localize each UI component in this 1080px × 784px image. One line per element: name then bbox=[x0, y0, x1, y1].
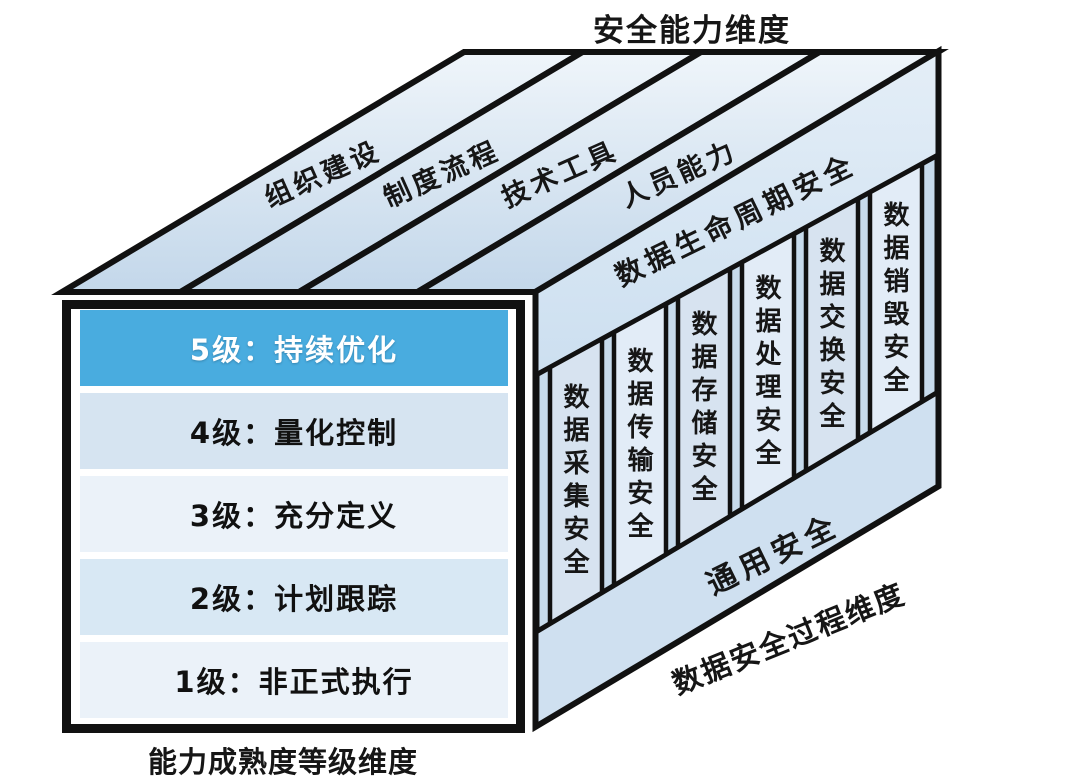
process-column-4 bbox=[803, 195, 861, 475]
process-column-0 bbox=[547, 335, 605, 628]
process-column-label-4: 数据交换安全 bbox=[815, 237, 845, 435]
lifecycle-band bbox=[533, 47, 941, 380]
capability-dimension-title: 安全能力维度 bbox=[593, 13, 791, 49]
process-column-1 bbox=[611, 300, 669, 590]
process-column-label-0: 数据采集安全 bbox=[559, 383, 589, 581]
maturity-level-5: 5级：持续优化 bbox=[80, 310, 508, 386]
process-column-2 bbox=[675, 265, 733, 552]
process-column-label-5: 数据销毁安全 bbox=[879, 201, 909, 399]
process-column-3 bbox=[739, 230, 797, 513]
process-column-label-3: 数据处理安全 bbox=[751, 274, 781, 472]
maturity-level-1: 1级：非正式执行 bbox=[80, 642, 508, 718]
process-column-label-1: 数据传输安全 bbox=[623, 347, 653, 545]
process-column-label-2: 数据存储安全 bbox=[687, 310, 717, 508]
maturity-dimension-axis-label: 能力成熟度等级维度 bbox=[147, 745, 418, 779]
maturity-level-4: 4级：量化控制 bbox=[80, 393, 508, 469]
maturity-level-2: 2级：计划跟踪 bbox=[80, 559, 508, 635]
maturity-level-3: 3级：充分定义 bbox=[80, 476, 508, 552]
process-column-5 bbox=[867, 160, 925, 437]
